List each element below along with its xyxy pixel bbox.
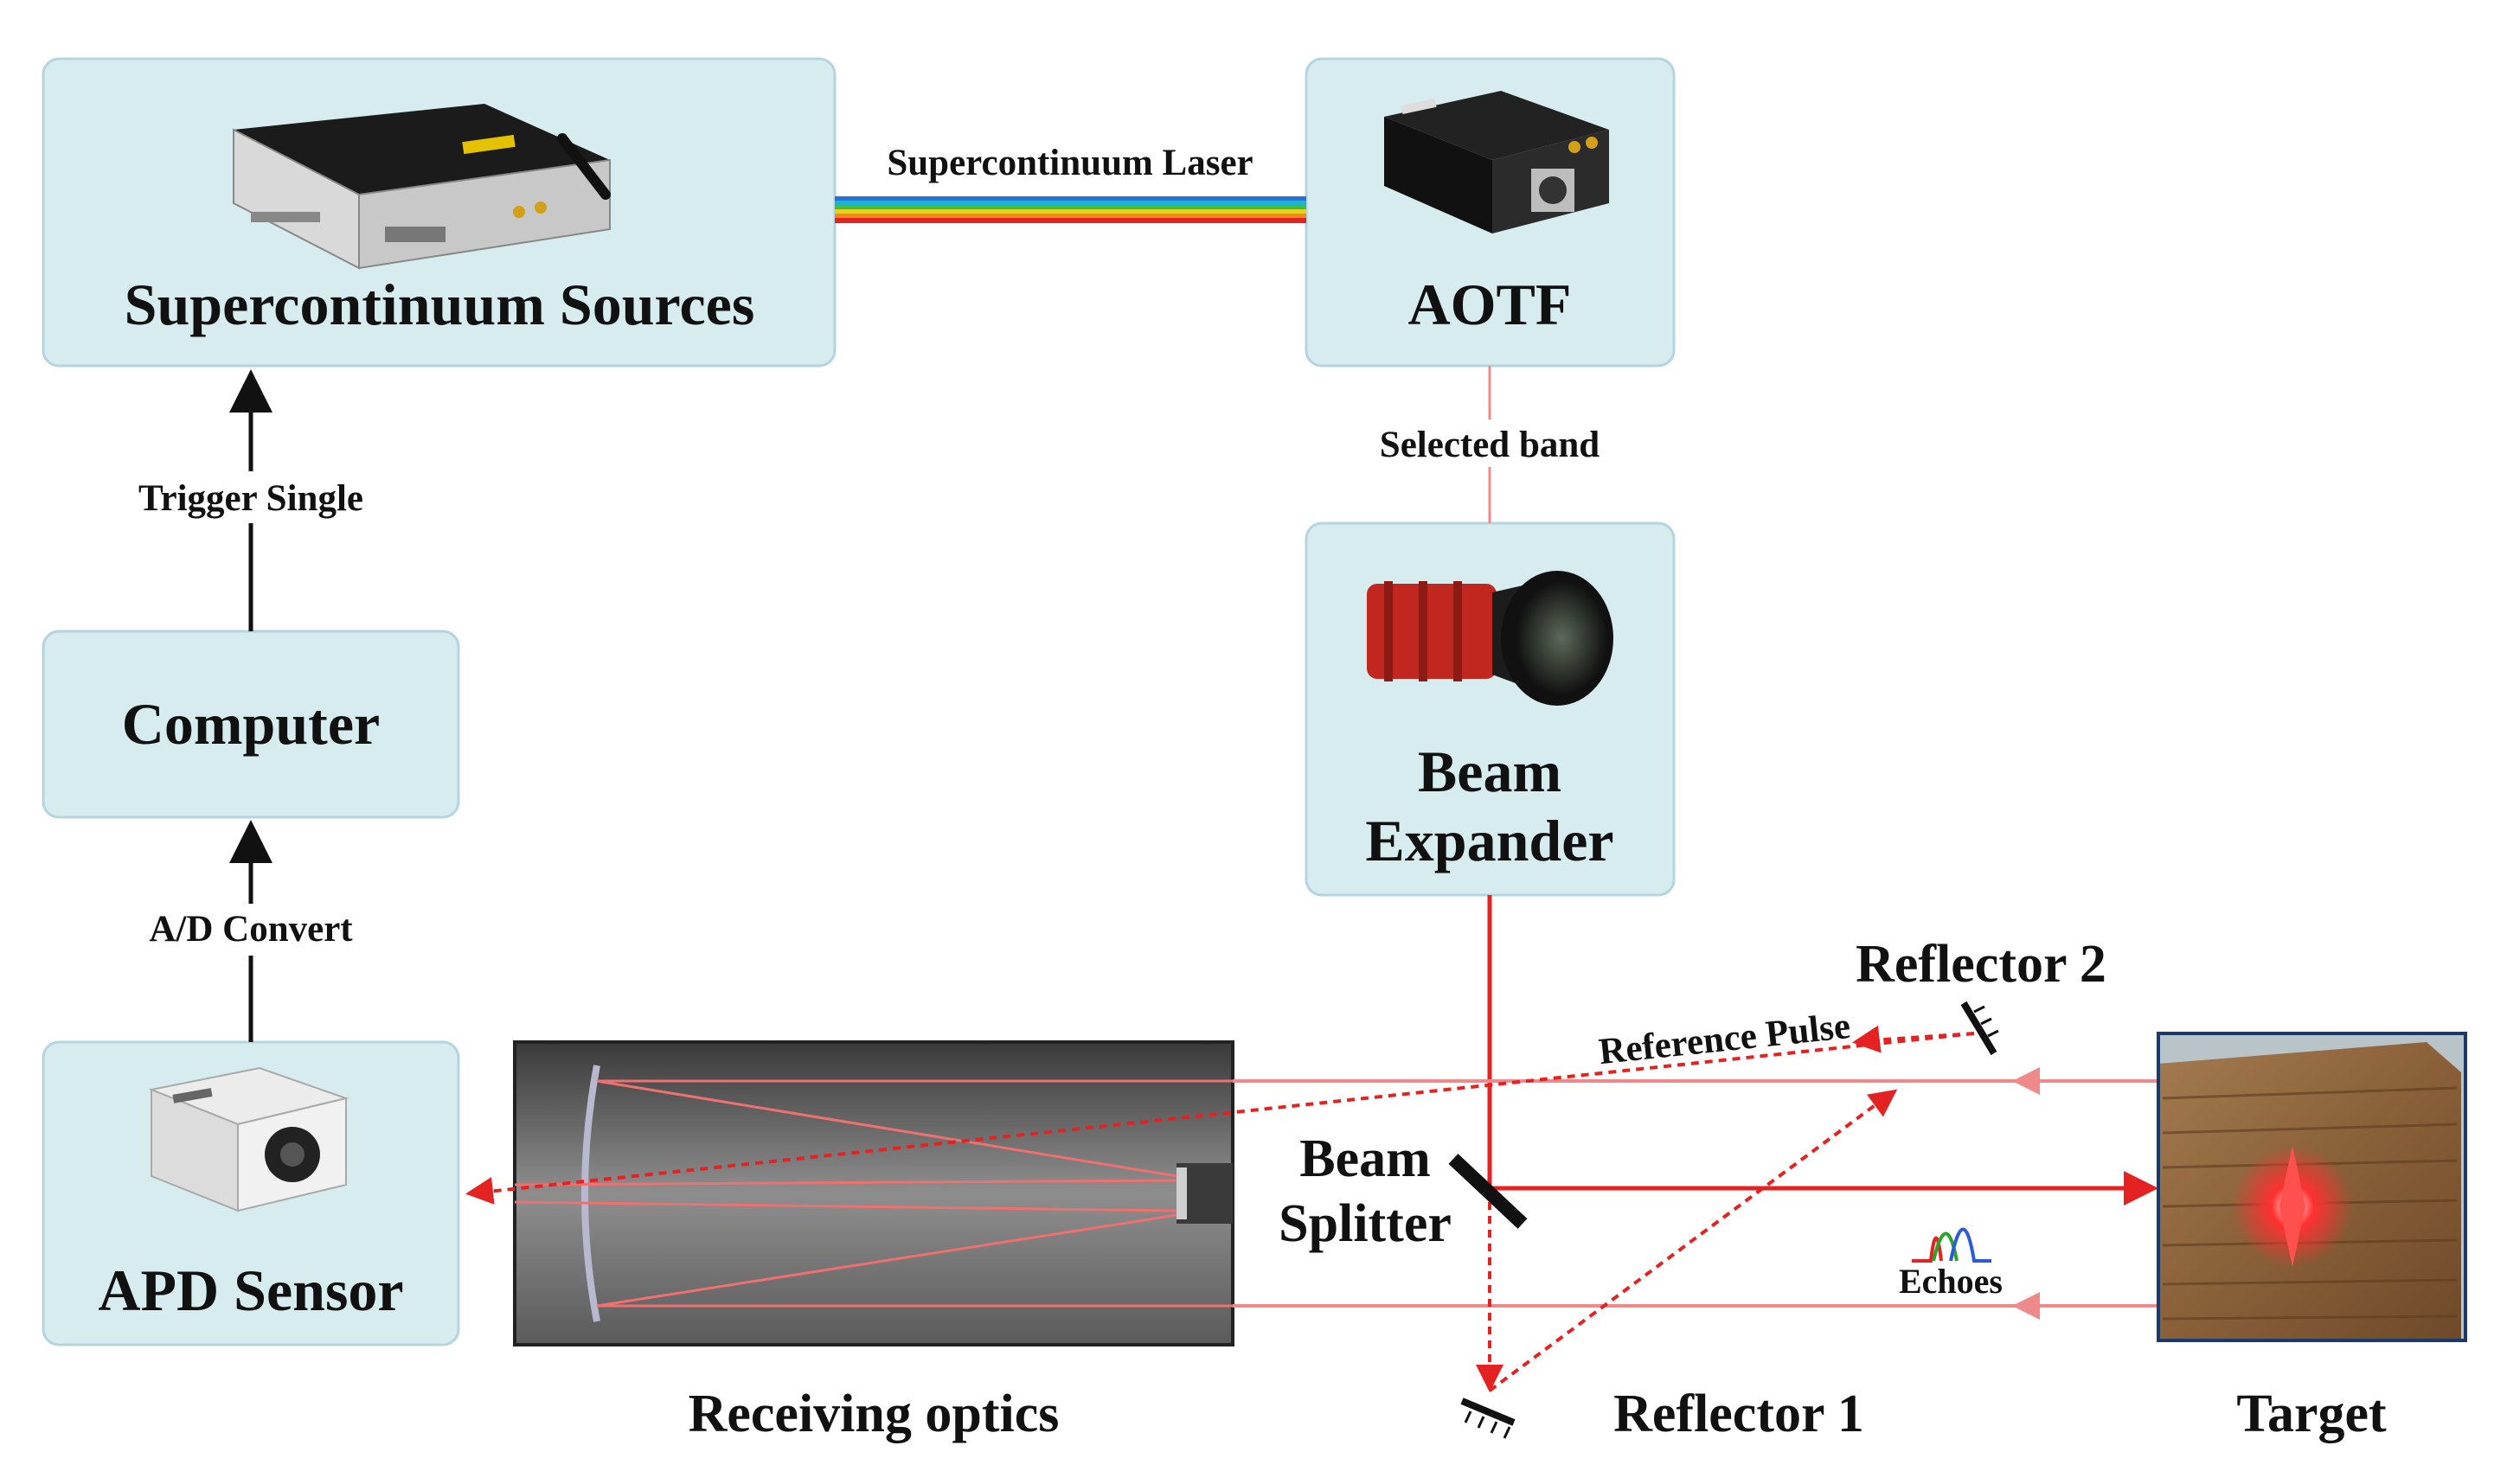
echoes-label: Echoes xyxy=(1899,1262,2003,1301)
aotf-device-image xyxy=(1384,91,1609,233)
apd-sensor-block: APD Sensor xyxy=(42,1040,460,1346)
beam-expander-label-line1: Beam xyxy=(1418,739,1561,804)
selected-band-label-bg xyxy=(1358,419,1622,467)
supercontinuum-sources-block: Supercontinuum Sources xyxy=(42,57,837,368)
computer-block: Computer xyxy=(42,630,460,819)
computer-label: Computer xyxy=(122,691,380,757)
reflector-1 xyxy=(1460,1398,1516,1439)
receiving-optics-telescope xyxy=(513,1040,1234,1346)
ad-convert-label: A/D Convert xyxy=(149,909,353,950)
apd-sensor-image xyxy=(148,1066,349,1212)
beam-expander-block: Beam Expander xyxy=(1305,521,1676,897)
beam-splitter-label-line1: Beam xyxy=(1299,1129,1431,1188)
apd-sensor-label: APD Sensor xyxy=(98,1257,403,1323)
reference-pulse-label: Reference Pulse xyxy=(1597,1006,1852,1072)
beam-splitter xyxy=(1448,1154,1528,1229)
beam-expander-label-line2: Expander xyxy=(1365,808,1613,873)
aotf-block: AOTF xyxy=(1305,57,1676,368)
receiving-optics-rays xyxy=(514,1079,1233,1308)
aotf-label: AOTF xyxy=(1408,272,1572,337)
target-label: Target xyxy=(2236,1385,2387,1443)
beam-splitter-label-line2: Splitter xyxy=(1279,1194,1452,1253)
trigger-single-label-bg xyxy=(112,471,389,523)
supercontinuum-sources-label: Supercontinuum Sources xyxy=(125,272,755,337)
supercontinuum-device-image xyxy=(233,104,611,270)
ad-convert-label-bg xyxy=(121,904,381,956)
receiving-optics-label: Receiving optics xyxy=(689,1385,1060,1443)
supercontinuum-laser-beam xyxy=(835,196,1306,223)
reflector-2-label: Reflector 2 xyxy=(1856,935,2106,994)
reference-pulse-path xyxy=(471,1032,1975,1392)
reflector-1-label: Reflector 1 xyxy=(1613,1385,1864,1443)
reference-pulse-arrowhead-left xyxy=(1852,1025,1882,1053)
apd-input-arrowhead xyxy=(465,1177,495,1205)
target-image xyxy=(2157,1032,2467,1342)
reference-pulse-arrowhead-diag xyxy=(1866,1089,1898,1117)
supercontinuum-laser-label: Supercontinuum Laser xyxy=(887,143,1253,183)
beam-expander-image xyxy=(1367,571,1613,706)
reflector-2 xyxy=(1960,1001,1999,1056)
selected-band-label: Selected band xyxy=(1380,425,1600,465)
trigger-single-label: Trigger Single xyxy=(138,478,363,519)
echoes-waveform-icon xyxy=(1912,1227,1991,1263)
